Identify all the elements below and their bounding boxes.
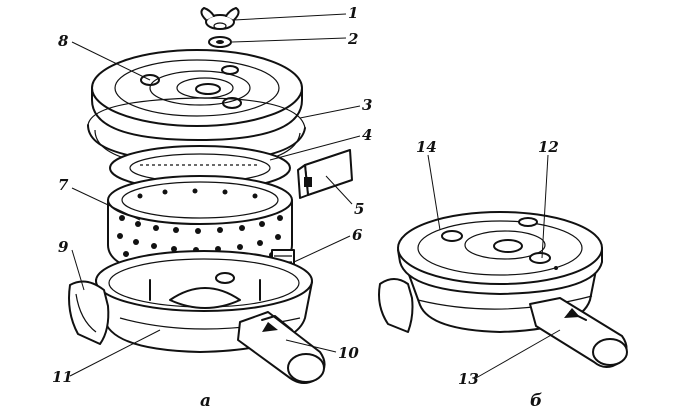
callout-2: 2 xyxy=(347,30,358,48)
callout-5: 5 xyxy=(354,200,364,218)
callout-10: 10 xyxy=(338,344,359,362)
callout-11: 11 xyxy=(52,368,73,386)
washer xyxy=(208,36,232,48)
assembled-filter-view xyxy=(378,211,628,368)
mounting-bracket xyxy=(68,280,110,345)
wing-nut xyxy=(200,7,240,30)
callout-4: 4 xyxy=(362,126,372,144)
callout-13: 13 xyxy=(458,370,479,388)
assembled-cover xyxy=(397,211,603,295)
leader-lines xyxy=(69,13,561,379)
callout-6: 6 xyxy=(352,226,363,244)
assembled-inlet-pipe xyxy=(529,297,628,368)
clip-bracket xyxy=(297,149,353,199)
assembled-bracket xyxy=(378,278,414,333)
callout-3: 3 xyxy=(362,96,372,114)
callout-1: 1 xyxy=(348,4,358,22)
exploded-filter-view xyxy=(68,7,353,384)
air-inlet-pipe xyxy=(237,311,326,384)
callout-12: 12 xyxy=(538,138,559,156)
callout-8: 8 xyxy=(58,32,69,50)
cover xyxy=(91,49,303,141)
callouts: 1 2 3 4 5 6 7 8 9 10 11 12 13 14 xyxy=(52,4,559,388)
caption-a: а xyxy=(200,391,211,411)
callout-7: 7 xyxy=(58,176,69,194)
housing-body xyxy=(95,250,313,353)
callout-14: 14 xyxy=(416,138,437,156)
callout-9: 9 xyxy=(58,238,69,256)
caption-b: б xyxy=(530,391,542,411)
